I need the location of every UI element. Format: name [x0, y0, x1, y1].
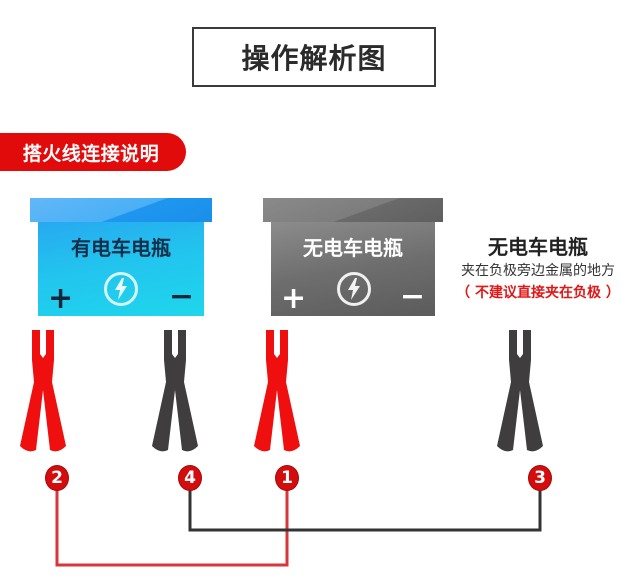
positive-terminal-icon: +: [281, 281, 307, 316]
red-wire: [55, 490, 289, 567]
clamp-black-2: [495, 330, 545, 456]
battery-label: 无电车电瓶: [303, 236, 403, 260]
title-box: 操作解析图: [192, 27, 436, 87]
black-wire: [188, 490, 542, 532]
banner-label: 搭火线连接说明: [22, 142, 160, 165]
battery-dead: 无电车电瓶 + −: [263, 198, 443, 316]
battery-lid: [263, 198, 443, 222]
step-badge: 4: [178, 465, 202, 491]
battery-lid: [30, 198, 212, 222]
note-subtitle: 夹在负极旁边金属的地方: [461, 263, 615, 279]
battery-label: 有电车电瓶: [71, 236, 171, 260]
battery-charged: 有电车电瓶 + −: [30, 198, 212, 316]
lightning-bolt-icon: [104, 272, 138, 306]
negative-terminal-icon: −: [168, 279, 194, 314]
battery-body: 有电车电瓶 + −: [38, 222, 204, 316]
clamp-red-1: [18, 330, 68, 456]
step-badge: 3: [528, 465, 552, 491]
lightning-bolt-icon: [337, 272, 371, 306]
note-title: 无电车电瓶: [488, 235, 588, 259]
clamp-red-2: [252, 330, 302, 456]
battery-body: 无电车电瓶 + −: [271, 222, 435, 316]
clamp-black-1: [150, 330, 200, 456]
note-warning: （ 不建议直接夹在负极 ）: [456, 285, 620, 301]
negative-terminal-icon: −: [399, 279, 425, 314]
step-badge: 2: [45, 465, 69, 491]
page-title: 操作解析图: [241, 42, 387, 75]
step-badge: 1: [275, 465, 299, 491]
positive-terminal-icon: +: [48, 281, 74, 316]
ground-note: 无电车电瓶 夹在负极旁边金属的地方 （ 不建议直接夹在负极 ）: [448, 234, 628, 304]
section-banner: 搭火线连接说明: [0, 133, 186, 171]
